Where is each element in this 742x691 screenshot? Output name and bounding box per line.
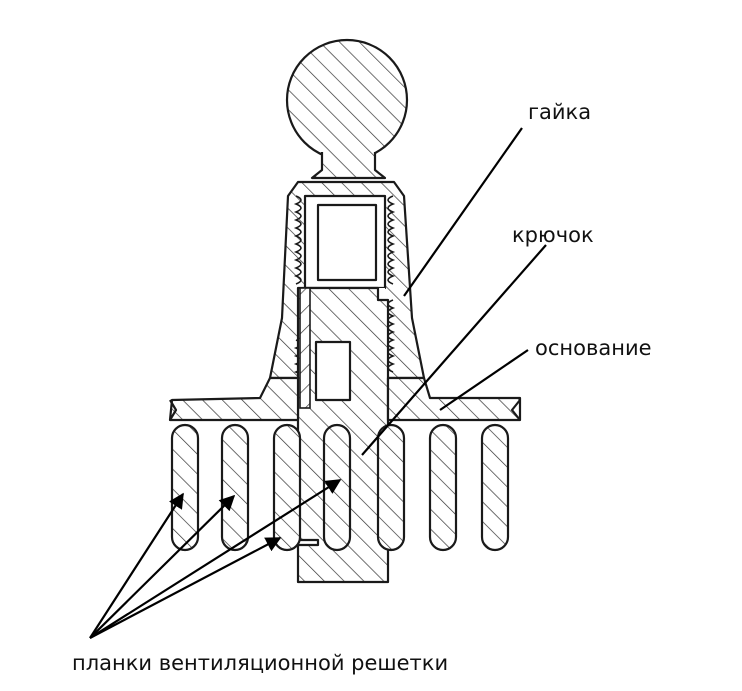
label-nut: гайка [528,100,591,124]
leader-hook [361,244,547,456]
leader-lines [89,127,547,639]
ball-head [285,38,409,180]
arrow-slat-1 [89,492,184,639]
arrow-slat-2 [89,494,236,639]
leader-nut [403,127,523,297]
label-slats: планки вентиляционной решетки [72,651,448,675]
leader-base [439,349,529,411]
vent-slats [170,423,510,552]
label-base: основание [535,336,652,360]
arrow-slat-4 [89,479,342,639]
arrow-slat-3 [89,537,282,639]
label-hook: крючок [512,223,594,247]
